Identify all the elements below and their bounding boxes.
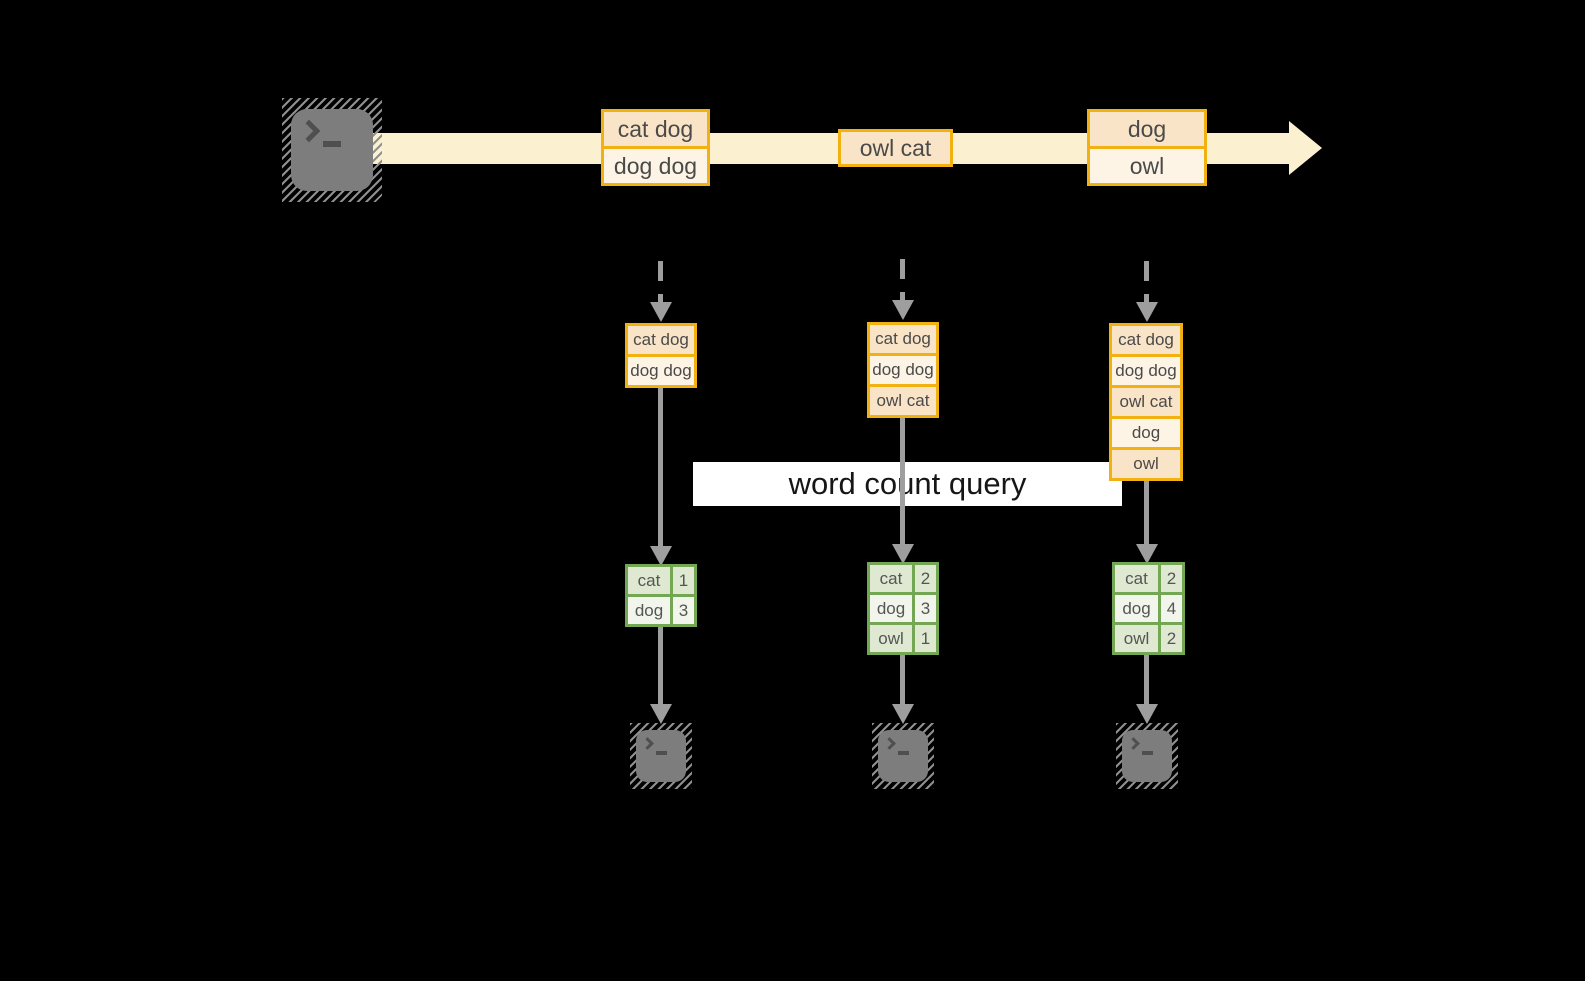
stream-arrowhead (1289, 121, 1322, 175)
sink-terminal-icon (630, 723, 692, 789)
dashed-arrow-line (658, 261, 663, 303)
prompt-underscore-icon (656, 751, 667, 755)
buffer-cell: cat dog (870, 325, 936, 353)
count-row: owl 2 (1115, 622, 1182, 652)
count-cell: 2 (912, 565, 936, 592)
buffer-stack: cat dog dog dog (625, 323, 697, 388)
buffer-cell: cat dog (628, 326, 694, 354)
buffer-stack: cat dog dog dog owl cat (867, 322, 939, 418)
count-cell: 1 (670, 567, 694, 594)
terminal-body (878, 730, 928, 782)
count-cell: 2 (1158, 625, 1182, 652)
source-terminal-icon (282, 98, 382, 202)
word-cell: owl (870, 625, 912, 652)
event-line: dog dog (604, 146, 707, 183)
event-line: dog (1090, 112, 1204, 146)
count-cell: 2 (1158, 565, 1182, 592)
prompt-underscore-icon (898, 751, 909, 755)
buffer-cell: cat dog (1112, 326, 1180, 354)
terminal-body (291, 109, 373, 191)
dashed-arrowhead-icon (1136, 302, 1158, 322)
event-line: owl (1090, 146, 1204, 183)
connector-arrowhead-icon (892, 704, 914, 724)
count-cell: 4 (1158, 595, 1182, 622)
count-row: dog 4 (1115, 592, 1182, 622)
count-cell: 3 (912, 595, 936, 622)
prompt-chevron-icon (641, 737, 654, 750)
buffer-cell: dog dog (1112, 354, 1180, 385)
prompt-chevron-icon (297, 119, 321, 143)
dashed-arrowhead-icon (892, 300, 914, 320)
buffer-cell: dog dog (628, 354, 694, 385)
dashed-arrowhead-icon (650, 302, 672, 322)
connector-line (900, 415, 905, 544)
count-row: cat 2 (870, 565, 936, 592)
buffer-cell: dog (1112, 416, 1180, 447)
prompt-chevron-icon (1127, 737, 1140, 750)
buffer-cell: owl cat (1112, 385, 1180, 416)
connector-arrowhead-icon (892, 544, 914, 564)
count-row: cat 2 (1115, 565, 1182, 592)
connector-arrowhead-icon (650, 546, 672, 566)
query-label-box: word count query (693, 462, 1122, 506)
connector-arrowhead-icon (650, 704, 672, 724)
connector-line (1144, 654, 1149, 704)
dashed-arrow-line (1144, 261, 1149, 303)
count-row: owl 1 (870, 622, 936, 652)
stream-event-box: dog owl (1087, 109, 1207, 186)
buffer-cell: owl cat (870, 384, 936, 415)
count-table: cat 2 dog 4 owl 2 (1112, 562, 1185, 655)
query-label: word count query (788, 466, 1027, 501)
connector-arrowhead-icon (1136, 544, 1158, 564)
word-cell: dog (628, 597, 670, 624)
dashed-arrow-line (900, 259, 905, 301)
count-table: cat 1 dog 3 (625, 564, 697, 627)
count-cell: 1 (912, 625, 936, 652)
buffer-cell: dog dog (870, 353, 936, 384)
word-cell: cat (628, 567, 670, 594)
word-cell: owl (1115, 625, 1158, 652)
sink-terminal-icon (1116, 723, 1178, 789)
sink-terminal-icon (872, 723, 934, 789)
count-table: cat 2 dog 3 owl 1 (867, 562, 939, 655)
prompt-underscore-icon (1142, 751, 1153, 755)
stream-event-box: owl cat (838, 129, 953, 167)
word-cell: cat (1115, 565, 1158, 592)
prompt-chevron-icon (883, 737, 896, 750)
word-cell: dog (870, 595, 912, 622)
connector-line (900, 654, 905, 704)
count-row: dog 3 (628, 594, 694, 624)
terminal-body (1122, 730, 1172, 782)
connector-line (1144, 479, 1149, 544)
event-line: cat dog (604, 112, 707, 146)
buffer-stack: cat dog dog dog owl cat dog owl (1109, 323, 1183, 481)
event-line: owl cat (841, 132, 950, 164)
connector-line (658, 626, 663, 704)
terminal-body (636, 730, 686, 782)
connector-line (658, 386, 663, 546)
word-cell: cat (870, 565, 912, 592)
connector-arrowhead-icon (1136, 704, 1158, 724)
buffer-cell: owl (1112, 447, 1180, 478)
count-cell: 3 (670, 597, 694, 624)
stream-event-box: cat dog dog dog (601, 109, 710, 186)
word-cell: dog (1115, 595, 1158, 622)
count-row: cat 1 (628, 567, 694, 594)
count-row: dog 3 (870, 592, 936, 622)
prompt-underscore-icon (323, 141, 341, 147)
